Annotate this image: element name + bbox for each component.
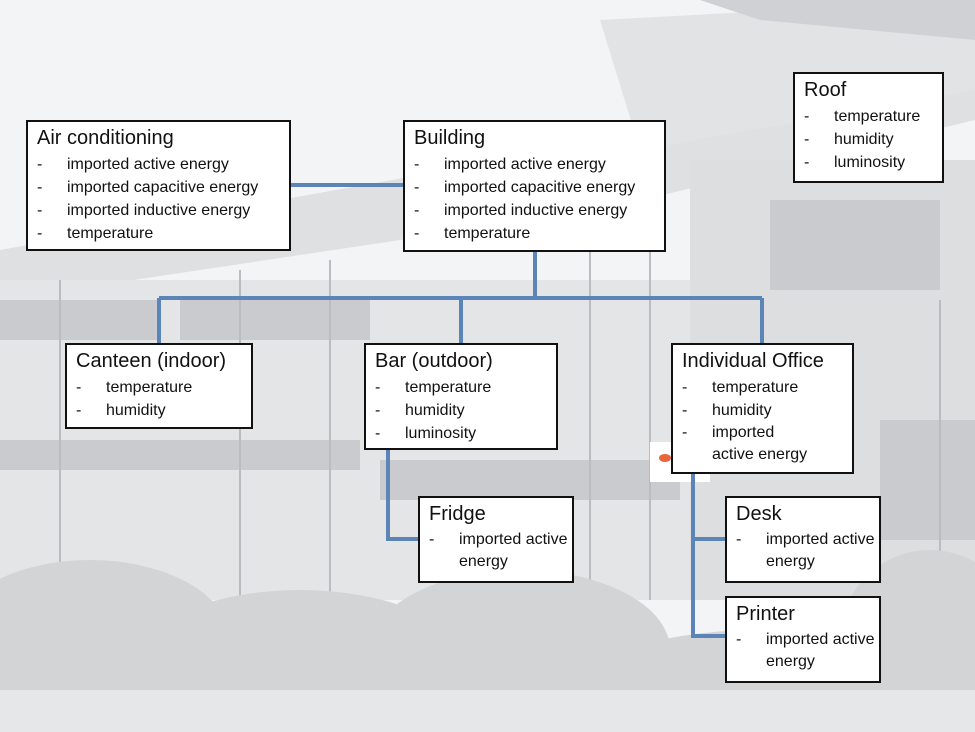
list-item: -humidity	[76, 402, 166, 419]
building-box: Building -imported active energy -import…	[403, 120, 666, 252]
connector-bar-fridge	[386, 449, 418, 541]
printer-title: Printer	[736, 603, 795, 625]
building-measures: -imported active energy -imported capaci…	[414, 153, 656, 245]
canteen-title: Canteen (indoor)	[76, 350, 227, 372]
list-item: -imported active energy	[429, 531, 568, 570]
roof-measures: -temperature -humidity -luminosity	[804, 105, 934, 174]
list-item: -imported active energy	[414, 156, 606, 173]
list-item: -imported active energy	[736, 631, 875, 670]
fridge-box: Fridge -imported active energy	[418, 496, 574, 583]
list-item: -imported active energy	[37, 156, 229, 173]
list-item: -humidity	[375, 402, 465, 419]
list-item: -luminosity	[804, 154, 906, 171]
list-item: -humidity	[682, 402, 772, 419]
desk-measures: -imported active energy	[736, 529, 875, 573]
air-conditioning-box: Air conditioning -imported active energy…	[26, 120, 291, 251]
building-title: Building	[414, 127, 486, 149]
list-item: -imported inductive energy	[37, 202, 251, 219]
list-item: -temperature	[414, 225, 531, 242]
printer-measures: -imported active energy	[736, 629, 875, 673]
printer-box: Printer -imported active energy	[725, 596, 881, 683]
list-item: -temperature	[76, 379, 193, 396]
list-item: -temperature	[37, 225, 154, 242]
individual-office-box: Individual Office -temperature -humidity…	[671, 343, 854, 474]
air-conditioning-title: Air conditioning	[37, 127, 174, 149]
list-item: -imported capacitive energy	[37, 179, 259, 196]
canteen-measures: -temperature -humidity	[76, 376, 243, 422]
fridge-title: Fridge	[429, 503, 486, 525]
roof-title: Roof	[804, 79, 847, 101]
air-conditioning-measures: -imported active energy -imported capaci…	[37, 153, 281, 245]
list-item: -temperature	[375, 379, 492, 396]
list-item: -temperature	[804, 108, 921, 125]
roof-box: Roof -temperature -humidity -luminosity	[793, 72, 944, 183]
list-item: -luminosity	[375, 425, 477, 442]
fridge-measures: -imported active energy	[429, 529, 568, 573]
desk-box: Desk -imported active energy	[725, 496, 881, 583]
bar-measures: -temperature -humidity -luminosity	[375, 376, 548, 445]
list-item: -imported capacitive energy	[414, 179, 636, 196]
list-item: -temperature	[682, 379, 799, 396]
individual-office-measures: -temperature -humidity -imported active …	[682, 376, 844, 466]
desk-title: Desk	[736, 503, 782, 525]
canteen-box: Canteen (indoor) -temperature -humidity	[65, 343, 253, 429]
list-item: -humidity	[804, 131, 894, 148]
connector-office-desk-printer	[691, 473, 725, 638]
list-item: -imported active energy	[736, 531, 875, 570]
bar-box: Bar (outdoor) -temperature -humidity -lu…	[364, 343, 558, 450]
individual-office-title: Individual Office	[682, 350, 824, 372]
bar-title: Bar (outdoor)	[375, 350, 493, 372]
list-item: -imported active energy	[682, 424, 808, 463]
list-item: -imported inductive energy	[414, 202, 628, 219]
